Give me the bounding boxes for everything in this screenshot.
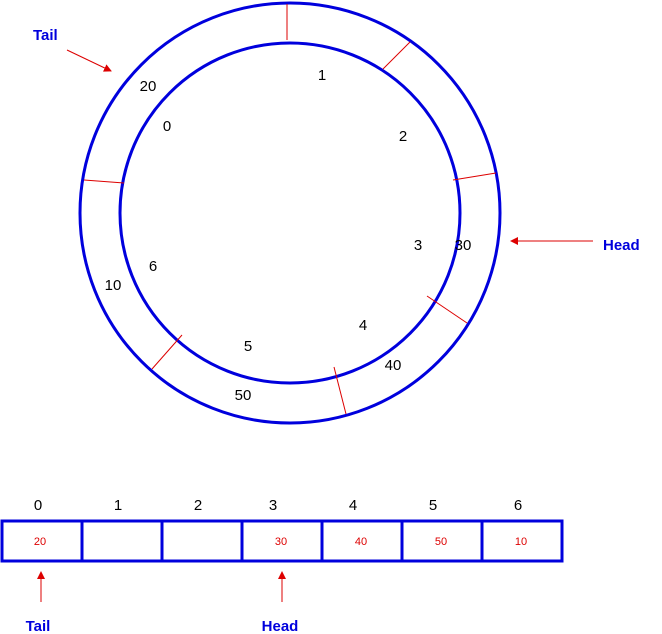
ring-slot-value: 20 — [140, 78, 157, 95]
array-index: 1 — [114, 497, 122, 514]
ring-slot-index: 2 — [399, 128, 407, 145]
ring-slot-index: 4 — [359, 317, 367, 334]
array-cell-value: 40 — [355, 536, 367, 548]
array-cell-value: 50 — [435, 536, 447, 548]
array-cell-value: 20 — [34, 536, 46, 548]
array-head-pointer: Head — [262, 571, 299, 634]
ring-divider — [426, 295, 468, 324]
ring-slot-index: 1 — [318, 67, 326, 84]
array-index: 4 — [349, 497, 357, 514]
ring-head-pointer: Head — [510, 237, 640, 254]
ring-slot-index: 0 — [163, 118, 171, 135]
array-index: 5 — [429, 497, 437, 514]
ring-tail-pointer: Tail — [33, 27, 112, 72]
array-cell — [160, 519, 244, 563]
array-cell — [480, 519, 564, 563]
ring-divider — [333, 366, 347, 415]
array-index: 0 — [34, 497, 42, 514]
ring-inner-circle — [118, 41, 462, 385]
array-index: 6 — [514, 497, 522, 514]
array-values: 20 30 40 50 10 — [34, 536, 527, 548]
ring-slot-index: 5 — [244, 338, 252, 355]
array-cell — [240, 519, 324, 563]
array-cells — [0, 519, 564, 563]
ring-slot-index: 6 — [149, 258, 157, 275]
ring-slot-index: 3 — [414, 237, 422, 254]
array-head-label: Head — [262, 618, 299, 634]
ring-divider — [382, 41, 411, 70]
ring-head-label: Head — [603, 237, 640, 254]
ring-buffer: 0 1 2 3 4 5 6 20 30 40 50 10 Tail Head — [33, 1, 640, 425]
ring-tail-arrow — [66, 49, 112, 72]
ring-slot-values: 20 30 40 50 10 — [105, 78, 472, 404]
array-index: 2 — [194, 497, 202, 514]
array-cell — [320, 519, 404, 563]
array-tail-label: Tail — [26, 618, 51, 634]
array-index: 3 — [269, 497, 277, 514]
ring-slot-value: 30 — [455, 237, 472, 254]
array-tail-pointer: Tail — [26, 571, 51, 634]
ring-slot-value: 40 — [385, 357, 402, 374]
ring-slot-value: 50 — [235, 387, 252, 404]
array-cell-value: 30 — [275, 536, 287, 548]
array-cell — [80, 519, 164, 563]
ring-slot-dividers — [83, 4, 497, 415]
ring-slot-indices: 0 1 2 3 4 5 6 — [149, 67, 422, 355]
array-cell-value: 10 — [515, 536, 527, 548]
array-buffer: 0 1 2 3 4 5 6 20 30 40 50 — [0, 497, 564, 634]
array-indices: 0 1 2 3 4 5 6 — [34, 497, 522, 514]
ring-outer-circle — [78, 1, 502, 425]
ring-divider — [452, 172, 497, 181]
ring-divider — [151, 334, 183, 370]
ring-divider — [83, 179, 125, 184]
ring-tail-label: Tail — [33, 27, 58, 44]
ring-slot-value: 10 — [105, 277, 122, 294]
